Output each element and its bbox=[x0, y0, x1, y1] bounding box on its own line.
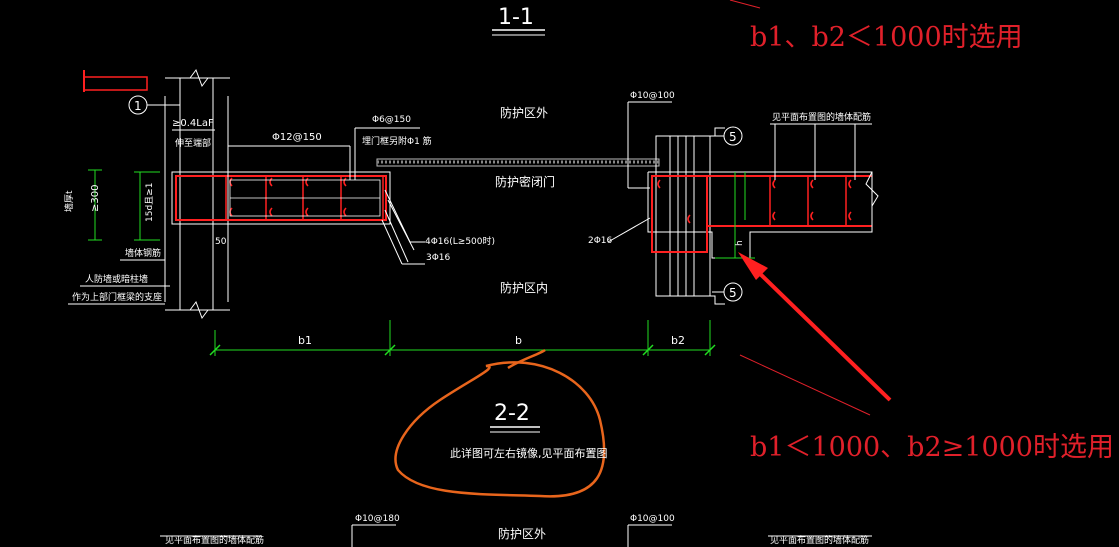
distrib-bar-label: Φ6@150 bbox=[372, 115, 411, 125]
zone-outside-bottom: 防护区外 bbox=[498, 526, 546, 541]
wall-note-1: 人防墙或暗柱墙 bbox=[85, 273, 148, 285]
extend-label: 伸至端部 bbox=[175, 137, 211, 149]
left-wall bbox=[164, 68, 230, 320]
section-title-2-2: 2-2 bbox=[494, 401, 530, 426]
right-beam bbox=[647, 171, 879, 259]
red-marker-rect bbox=[83, 76, 148, 91]
anchor-length-label: ≥0.4LaF bbox=[172, 118, 214, 129]
leader-line-red bbox=[739, 354, 871, 416]
red-arrow bbox=[738, 252, 892, 402]
stirrup-right-top-label: Φ10@100 bbox=[630, 91, 675, 101]
dim-300-label: ≥300 bbox=[90, 185, 101, 212]
orange-markup-loop bbox=[394, 361, 606, 498]
zone-door: 防护密闭门 bbox=[495, 174, 555, 189]
leader-line bbox=[729, 0, 761, 9]
door-frame-bar-label: 埋门框另附Φ1 筋 bbox=[362, 135, 432, 147]
dim-b: b bbox=[515, 334, 522, 347]
zone-outside: 防护区外 bbox=[500, 105, 548, 120]
left-beam bbox=[171, 171, 391, 225]
wall-rebar-label: 墙体钢筋 bbox=[125, 247, 161, 259]
bottom-left-note: 见平面布置图的墙体配筋 bbox=[165, 534, 264, 546]
stirrup-top-label: Φ12@150 bbox=[272, 132, 322, 143]
callout-label-5-top: 5 bbox=[729, 130, 737, 144]
callout-label-5-bottom: 5 bbox=[729, 286, 737, 300]
dim-b1: b1 bbox=[298, 334, 312, 347]
dim-50-label: 50 bbox=[215, 237, 227, 247]
bottom-stirrup-right: Φ10@100 bbox=[630, 514, 675, 524]
bottom-right-note: 见平面布置图的墙体配筋 bbox=[770, 534, 869, 546]
note-top-right: b1、b2＜1000时选用 bbox=[750, 22, 1023, 53]
dimension-chain bbox=[209, 320, 716, 356]
rebar-leaders-left bbox=[381, 189, 425, 265]
bottom-stirrup-left: Φ10@180 bbox=[355, 514, 400, 524]
dim-15d-label: 15d且≥1 bbox=[144, 183, 155, 222]
right-wall-note: 见平面布置图的墙体配筋 bbox=[772, 111, 871, 123]
rebar-3-label: 3Φ16 bbox=[426, 253, 451, 263]
blast-door bbox=[376, 158, 660, 167]
note-bottom-right: b1＜1000、b2≥1000时选用 bbox=[750, 432, 1114, 463]
dim-b2: b2 bbox=[671, 334, 685, 347]
callout-label-1: 1 bbox=[134, 99, 142, 113]
wall-thick-label: 墙厚t bbox=[63, 190, 75, 212]
mirror-note: 此详图可左右镜像,见平面布置图 bbox=[450, 446, 608, 460]
zone-inside: 防护区内 bbox=[500, 280, 548, 295]
rebar-2-label: 2Φ16 bbox=[588, 236, 613, 246]
rebar-4-label: 4Φ16(L≥500时) bbox=[425, 235, 495, 247]
wall-note-2: 作为上部门框梁的支座 bbox=[72, 291, 162, 303]
h-label: h bbox=[735, 240, 745, 246]
right-wall bbox=[655, 127, 725, 305]
section-title-1-1: 1-1 bbox=[498, 5, 534, 30]
